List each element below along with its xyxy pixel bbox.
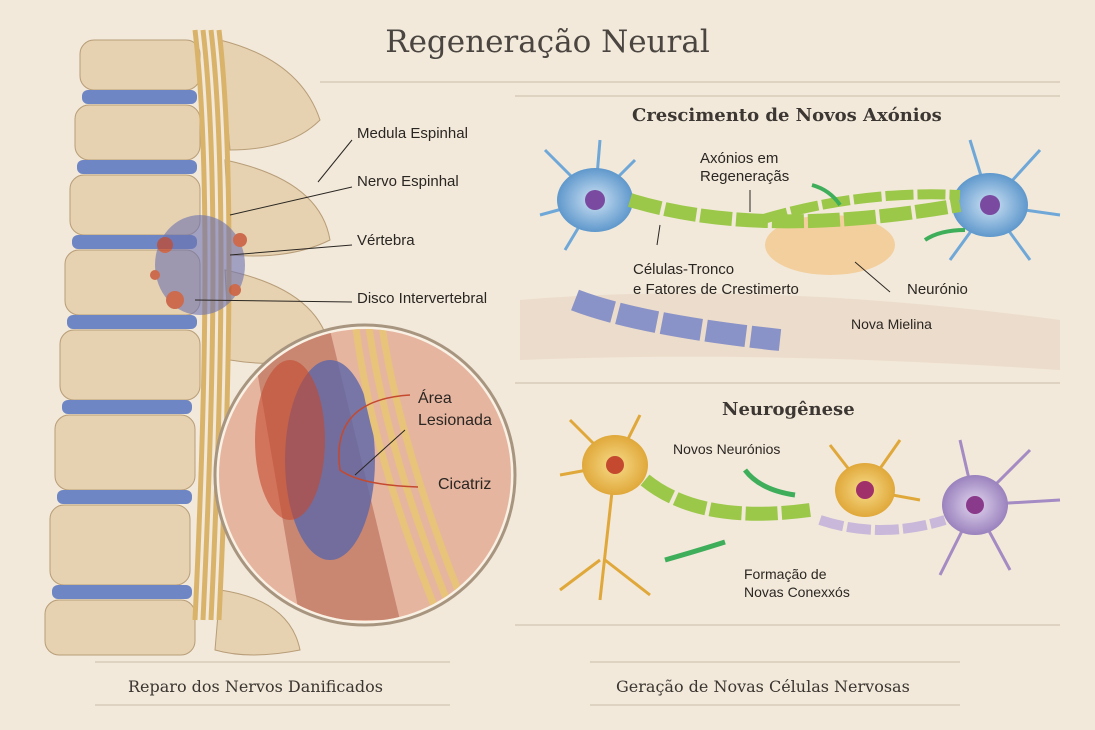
- label-scar: Cicatriz: [438, 476, 492, 493]
- caption-right: Geração de Novas Células Nervosas: [616, 677, 910, 696]
- spine: [44, 29, 353, 656]
- label-new-connections-2: Novas Conexxós: [744, 584, 850, 600]
- label-regenerating-axons-2: Regeneraçãs: [700, 168, 790, 185]
- label-vertebra: Vértebra: [357, 232, 415, 249]
- label-injured-area-1: Área: [418, 390, 452, 407]
- label-stem-cells-1: Células-Tronco: [633, 261, 735, 278]
- label-new-neurons: Novos Neurónios: [673, 441, 781, 457]
- label-new-connections-1: Formação de: [744, 566, 827, 582]
- neurogenesis-art: [559, 414, 1061, 601]
- caption-left: Reparo dos Nervos Danificados: [128, 677, 383, 696]
- injury-inset: [213, 323, 517, 627]
- spinal-cord: [192, 29, 232, 621]
- label-spinal-cord: Medula Espinhal: [357, 125, 468, 142]
- dividers: [95, 81, 1060, 706]
- label-new-myelin: Nova Mielina: [851, 316, 932, 332]
- page-title: Regeneração Neural: [385, 24, 710, 60]
- axon-panel-title: Crescimento de Novos Axónios: [632, 105, 942, 126]
- injury: [150, 215, 247, 315]
- axon-regeneration-art: [520, 139, 1061, 370]
- label-intervertebral-disc: Disco Intervertebral: [357, 290, 488, 307]
- label-regenerating-axons-1: Axónios em: [700, 150, 779, 167]
- neurogenesis-title: Neurogênese: [722, 399, 855, 420]
- label-spinal-nerve: Nervo Espinhal: [357, 173, 459, 190]
- label-injured-area-2: Lesionada: [418, 412, 492, 429]
- label-neuron: Neurónio: [907, 281, 968, 298]
- label-stem-cells-2: e Fatores de Crestimerto: [633, 281, 799, 298]
